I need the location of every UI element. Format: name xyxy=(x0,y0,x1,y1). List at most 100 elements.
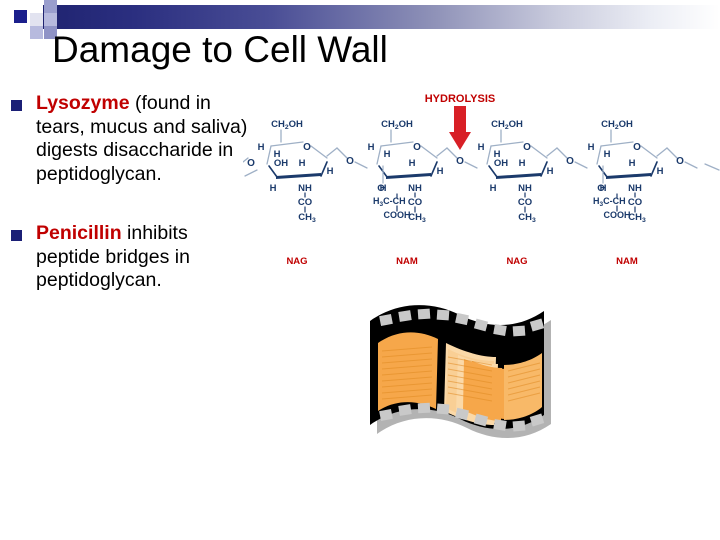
label-cooh: COOH xyxy=(604,210,631,220)
chain-continuation-left xyxy=(244,169,258,177)
ring-edge xyxy=(540,161,548,177)
label-oh: OH xyxy=(494,158,508,169)
label-h: H xyxy=(478,142,485,153)
label-h: H xyxy=(380,183,387,194)
ring-front-bond xyxy=(496,173,541,179)
label-ch3: CH3 xyxy=(518,212,536,224)
glycosidic-bond xyxy=(666,147,678,159)
label-co: CO xyxy=(298,197,312,208)
label-ch2oh: CH2OH xyxy=(601,119,633,131)
label-link-o: O xyxy=(566,156,574,167)
label-oh: OH xyxy=(274,158,288,169)
label-h: H xyxy=(600,183,607,194)
label-h: H xyxy=(629,158,636,169)
corner-square-2 xyxy=(30,13,43,26)
label-o-lactyl: O xyxy=(597,183,604,194)
chain-continuation-left xyxy=(243,157,249,163)
ring-edge xyxy=(530,145,548,159)
ring-edge xyxy=(380,141,414,147)
peptidoglycan-svg: CH2OHOHHHHHOHNHCOCH3ONAGCH2OHOHHHHHOH3C-… xyxy=(243,93,720,267)
glycosidic-bond xyxy=(354,161,368,169)
label-ring-o: O xyxy=(633,142,641,153)
label-h: H xyxy=(519,158,526,169)
ring-edge xyxy=(270,141,304,147)
hydrolysis-arrow xyxy=(449,106,471,150)
label-h: H xyxy=(299,158,306,169)
bullet-marker-square xyxy=(11,230,22,241)
glycosidic-bond xyxy=(684,161,698,169)
ring-edge xyxy=(320,161,328,177)
label-cooh: COOH xyxy=(384,210,411,220)
ring-edge xyxy=(650,161,658,177)
film-strip-clipart[interactable] xyxy=(368,303,558,453)
label-link-o: O xyxy=(456,156,464,167)
ring-edge xyxy=(430,161,438,177)
label-ch2oh: CH2OH xyxy=(381,119,413,131)
label-nh: NH xyxy=(518,183,532,194)
label-h: H xyxy=(274,149,281,160)
ring-edge xyxy=(376,145,382,165)
label-terminal-o-left: O xyxy=(247,158,255,169)
glycosidic-bond xyxy=(446,147,458,159)
label-h: H xyxy=(368,142,375,153)
glycosidic-bond xyxy=(464,161,478,169)
arrow-head xyxy=(449,132,471,150)
label-h: H xyxy=(494,149,501,160)
ring-edge xyxy=(266,145,272,165)
bullet-penicillin: Penicillin inhibits peptide bridges in p… xyxy=(8,222,248,293)
label-h: H xyxy=(588,142,595,153)
ring-edge xyxy=(640,145,658,159)
ring-edge xyxy=(600,141,634,147)
ring-edge xyxy=(268,165,278,178)
label-lactyl-h3c-ch: H3C-CH xyxy=(373,196,406,208)
label-ring-o: O xyxy=(413,142,421,153)
label-h: H xyxy=(384,149,391,160)
label-nh: NH xyxy=(408,183,422,194)
ring-edge xyxy=(490,141,524,147)
label-o-lactyl: O xyxy=(377,183,384,194)
ring-edge xyxy=(596,145,602,165)
label-co: CO xyxy=(628,197,642,208)
label-h: H xyxy=(657,166,664,177)
label-nh: NH xyxy=(628,183,642,194)
keyword-lysozyme: Lysozyme xyxy=(36,92,130,114)
label-ch3: CH3 xyxy=(298,212,316,224)
bullet-marker-square xyxy=(11,100,22,111)
label-h: H xyxy=(547,166,554,177)
glycosidic-bond xyxy=(656,147,668,157)
corner-square-3 xyxy=(30,26,43,39)
label-ch3: CH3 xyxy=(408,212,426,224)
bullet-lysozyme: Lysozyme (found in tears, mucus and sali… xyxy=(8,92,248,186)
chain-continuation-right xyxy=(704,163,720,171)
unit-label-nam: NAM xyxy=(396,256,418,267)
unit-label-nag: NAG xyxy=(286,256,307,267)
ring-edge xyxy=(310,145,328,159)
arrow-shaft xyxy=(454,106,466,134)
ring-front-bond xyxy=(386,173,431,179)
bullet-penicillin-text: Penicillin inhibits peptide bridges in p… xyxy=(36,222,248,293)
label-nh: NH xyxy=(298,183,312,194)
label-co: CO xyxy=(408,197,422,208)
glycosidic-bond xyxy=(436,147,448,157)
glycosidic-bond xyxy=(556,147,568,159)
ring-front-bond xyxy=(276,173,321,179)
label-ch3: CH3 xyxy=(628,212,646,224)
ring-edge xyxy=(488,165,498,178)
label-lactyl-h3c-ch: H3C-CH xyxy=(593,196,626,208)
label-co: CO xyxy=(518,197,532,208)
label-h: H xyxy=(437,166,444,177)
corner-square-4 xyxy=(44,0,57,13)
corner-square-1 xyxy=(30,0,43,13)
ring-edge xyxy=(420,145,438,159)
bullet-lysozyme-body: (found in tears, mucus and saliva) diges… xyxy=(36,92,248,185)
bullet-list: Lysozyme (found in tears, mucus and sali… xyxy=(8,92,248,319)
ring-front-bond xyxy=(606,173,651,179)
corner-square-0 xyxy=(14,10,27,23)
unit-label-nag: NAG xyxy=(506,256,527,267)
glycosidic-bond xyxy=(546,147,558,157)
keyword-penicillin: Penicillin xyxy=(36,222,122,244)
